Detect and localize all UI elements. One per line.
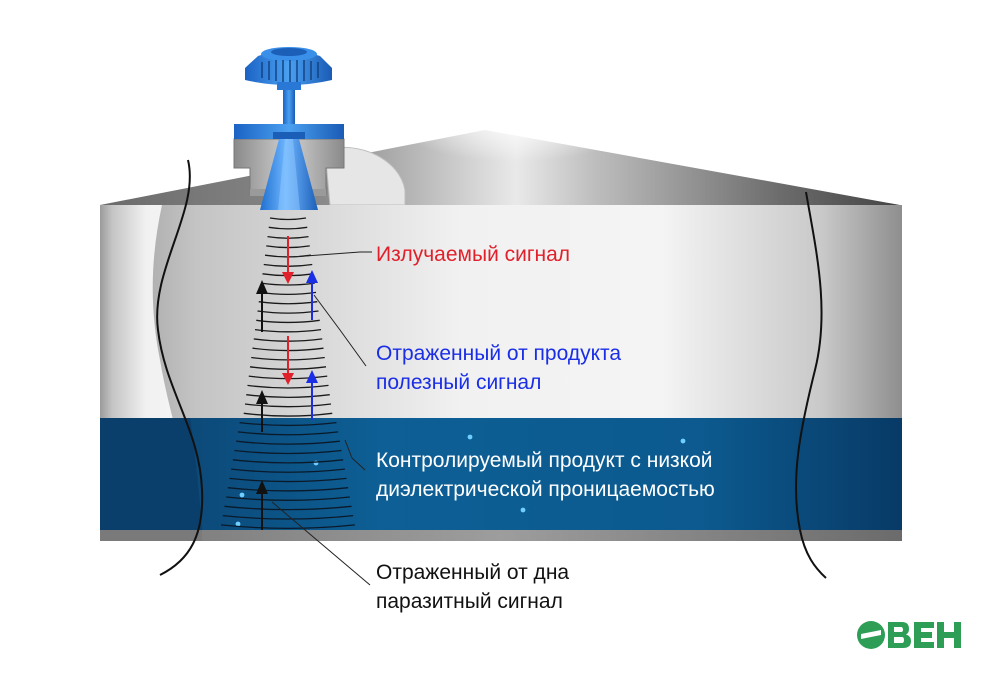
- wavefront-arc: [227, 487, 349, 492]
- oven-logo-icon: ОВЕН: [856, 618, 964, 652]
- emitted-arrow: [282, 236, 294, 385]
- wavefront-arc: [221, 524, 355, 530]
- wavefront-arc: [229, 477, 347, 483]
- reflected-useful-arrow: [306, 270, 318, 420]
- medium-label-line2: диэлектрической проницаемостью: [376, 478, 715, 501]
- reflected-label-line1: Отраженный от продукта: [376, 342, 622, 365]
- wavefront-arc: [261, 282, 315, 286]
- medium-label: Контролируемый продукт с низкой диэлектр…: [376, 446, 715, 504]
- signal-arrows: [256, 236, 318, 530]
- wavefront-arc: [232, 459, 344, 464]
- wavefront-arc: [239, 421, 337, 427]
- wavefront-arc: [231, 468, 345, 473]
- wavefront-arc: [246, 394, 330, 398]
- parasitic-arrow: [256, 280, 268, 530]
- wavefront-arc: [222, 514, 354, 520]
- emitted-signal-label: Излучаемый сигнал: [376, 243, 571, 266]
- cut-line-left: [156, 159, 204, 576]
- wavefront-arc: [243, 412, 333, 417]
- wavefront-arc: [268, 226, 308, 230]
- reflected-label-line2: полезный сигнал: [376, 371, 542, 394]
- medium-label-line1: Контролируемый продукт с низкой: [376, 449, 713, 472]
- wavefront-arc: [244, 403, 332, 408]
- wavefront-arc: [224, 505, 352, 511]
- wavefront-arc: [237, 431, 339, 436]
- reflected-useful-signal-label: Отраженный от продукта полезный сигнал: [376, 339, 621, 397]
- wavefront-arc: [269, 217, 307, 221]
- wavefront-arc: [226, 496, 350, 501]
- leader-lines: [271, 251, 372, 586]
- oven-logo-graphic: [857, 621, 961, 649]
- wavefront-arc: [236, 440, 340, 445]
- radar-level-sensor-icon: [234, 47, 344, 210]
- liquid-layer: [100, 418, 902, 530]
- tank-base: [100, 530, 902, 541]
- wavefront-arc: [234, 449, 342, 455]
- parasitic-label-line2: паразитный сигнал: [376, 590, 563, 613]
- cut-line-right: [795, 191, 827, 579]
- parasitic-label-line1: Отраженный от дна: [376, 561, 570, 584]
- wavefront-arc: [247, 384, 329, 389]
- parasitic-signal-label: Отраженный от дна паразитный сигнал: [376, 558, 569, 616]
